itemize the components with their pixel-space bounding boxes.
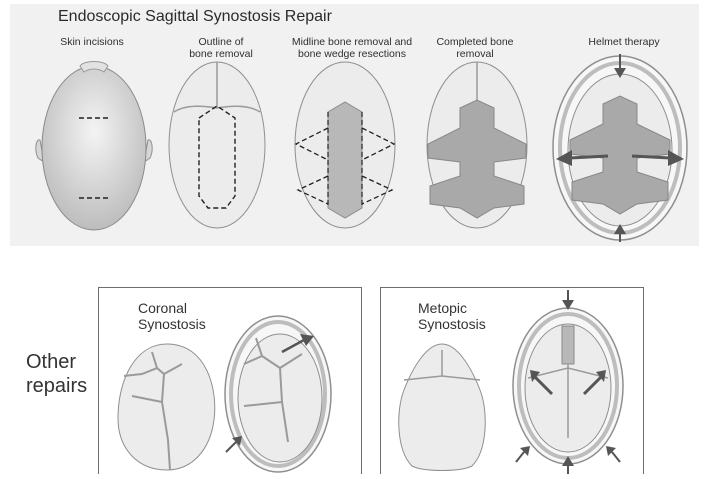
metopic-label: Metopic Synostosis: [418, 300, 486, 332]
skull-metopic-helmet: [508, 290, 628, 474]
skull-midline-removal: [292, 58, 398, 232]
skull-completed-removal: [424, 58, 530, 232]
skull-coronal: [112, 340, 222, 473]
skull-helmet-therapy: [550, 52, 690, 244]
skull-metopic: [392, 340, 492, 473]
step-label-midline-removal: Midline bone removal and bone wedge rese…: [282, 36, 422, 60]
skull-outline-removal: [166, 58, 268, 232]
step-label-skin-incisions: Skin incisions: [52, 36, 132, 48]
other-repairs-label: Other repairs: [26, 350, 87, 398]
step-label-outline: Outline of bone removal: [176, 36, 266, 60]
step-label-helmet: Helmet therapy: [574, 36, 674, 48]
figure-title: Endoscopic Sagittal Synostosis Repair: [58, 8, 332, 26]
coronal-label: Coronal Synostosis: [138, 300, 206, 332]
step-label-completed: Completed bone removal: [420, 36, 530, 60]
skull-coronal-helmet: [222, 312, 334, 474]
skull-skin-incisions: [34, 58, 154, 234]
